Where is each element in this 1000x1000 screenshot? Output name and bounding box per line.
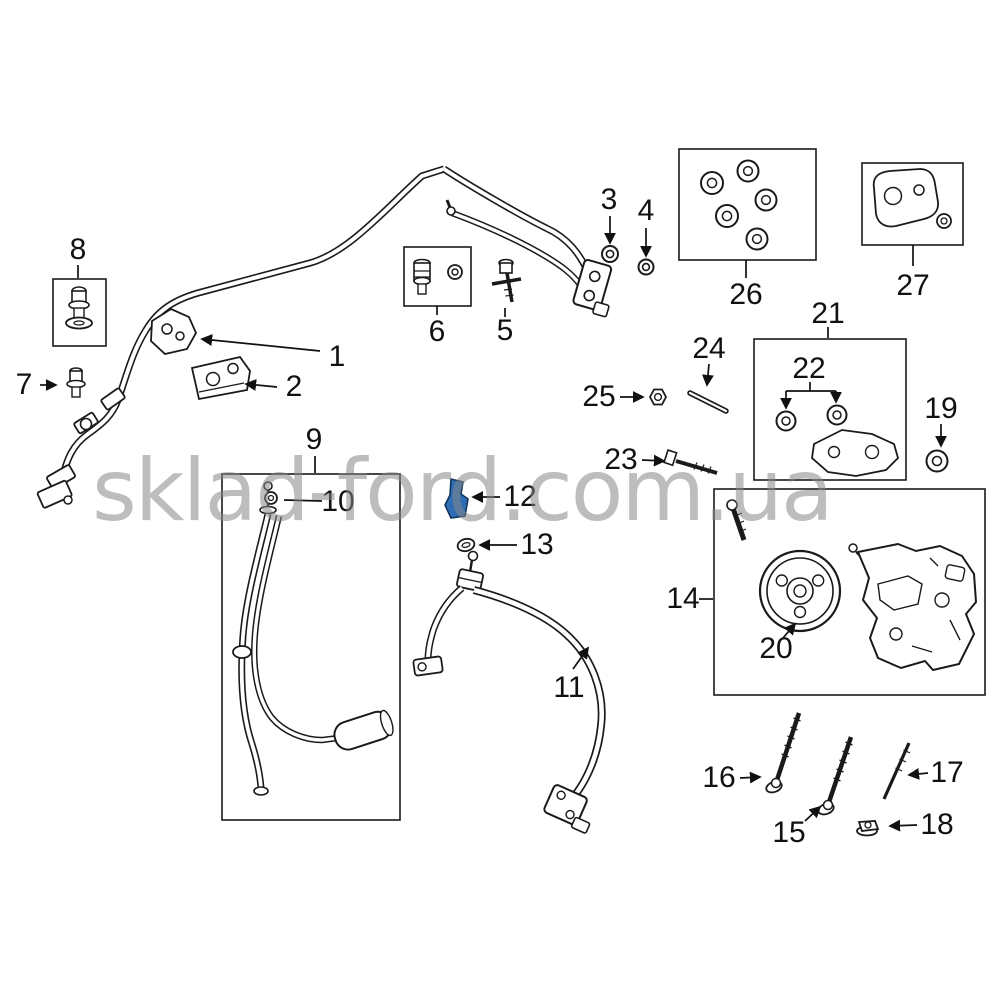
part-5-bolt xyxy=(491,258,522,303)
callout-14: 14 xyxy=(666,582,700,615)
part-15-bolt xyxy=(817,736,854,816)
part-16-bolt xyxy=(765,712,802,794)
part-14-compressor xyxy=(726,499,978,672)
part-10-oring xyxy=(264,491,278,505)
part-12-fitting-highlighted xyxy=(444,477,469,519)
part-12-highlight xyxy=(444,477,469,519)
part-25-nut xyxy=(648,388,668,406)
callout-1: 1 xyxy=(328,340,346,373)
part-18-flange-nut xyxy=(856,820,880,837)
callout-27: 27 xyxy=(896,269,930,302)
part-9-condenser-lines xyxy=(232,481,394,796)
box-9 xyxy=(221,473,401,821)
callout-19: 19 xyxy=(924,392,958,425)
callout-25: 25 xyxy=(582,380,616,413)
callout-15: 15 xyxy=(772,816,806,849)
callout-13: 13 xyxy=(520,528,554,561)
part-11-hose xyxy=(412,550,606,834)
callout-3: 3 xyxy=(600,183,618,216)
box-21 xyxy=(753,338,907,481)
callout-6: 6 xyxy=(428,315,446,348)
callout-26: 26 xyxy=(729,278,763,311)
part-27-gasket xyxy=(872,168,952,229)
part-3-oring xyxy=(601,245,619,263)
ac-line-assembly xyxy=(36,165,613,509)
callout-2: 2 xyxy=(285,370,303,403)
leader-lines xyxy=(40,216,947,832)
callout-10: 10 xyxy=(321,485,355,518)
part-13-oring xyxy=(456,537,476,553)
part-6-fittings xyxy=(413,258,463,295)
callout-18: 18 xyxy=(920,808,954,841)
part-20-clutch-pulley xyxy=(758,549,842,633)
callout-24: 24 xyxy=(692,332,726,365)
box-14 xyxy=(713,488,986,696)
callout-9: 9 xyxy=(305,423,323,456)
part-2-bracket-plate xyxy=(190,355,251,401)
part-17-stud xyxy=(882,742,911,800)
part-7-valve xyxy=(66,367,86,398)
callout-17: 17 xyxy=(930,756,964,789)
callout-20: 20 xyxy=(759,632,793,665)
part-21-bracket xyxy=(811,429,900,477)
part-23-bolt xyxy=(663,449,718,475)
box-26 xyxy=(678,148,817,261)
callout-8: 8 xyxy=(69,233,87,266)
callout-22: 22 xyxy=(792,352,826,385)
callout-7: 7 xyxy=(15,368,33,401)
part-8-valve xyxy=(65,286,93,330)
part-1-clamp-bracket xyxy=(150,307,198,355)
box-8 xyxy=(52,278,107,347)
part-22-bushings xyxy=(775,404,848,432)
callout-4: 4 xyxy=(637,194,655,227)
part-19-bushing xyxy=(925,449,949,473)
callout-23: 23 xyxy=(604,443,638,476)
part-24-pin xyxy=(687,390,729,414)
callout-11: 11 xyxy=(553,671,585,704)
callout-16: 16 xyxy=(702,761,736,794)
callout-12: 12 xyxy=(503,480,537,513)
part-26-grommets xyxy=(700,159,778,251)
callout-5: 5 xyxy=(496,314,514,347)
callout-21: 21 xyxy=(811,297,845,330)
part-4-oring xyxy=(637,258,655,276)
